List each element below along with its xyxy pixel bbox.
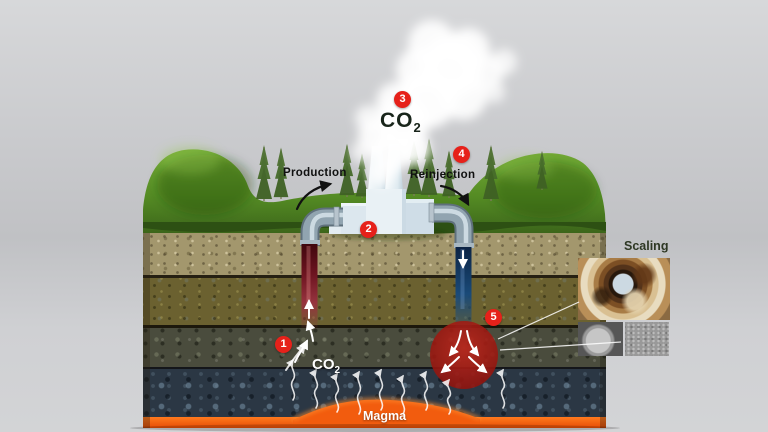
scaling-photo-sem-2 — [625, 322, 669, 356]
marker-1: 1 — [275, 336, 292, 353]
injection-well-pipe — [455, 247, 472, 341]
well-flow-arrows — [285, 250, 468, 371]
label-co2-underground: CO2 — [312, 356, 341, 376]
marker-5: 5 — [485, 309, 502, 326]
label-co2-surface: CO2 — [380, 109, 422, 136]
label-production: Production — [283, 167, 347, 179]
label-arrows — [295, 180, 470, 211]
soil-layer-sediment — [143, 278, 606, 328]
block-left-face — [143, 229, 150, 428]
scaling-photo-pipe-cross-section — [578, 258, 670, 320]
surface-pipes — [300, 202, 474, 248]
co2-rise-arrows — [286, 358, 506, 415]
label-magma: Magma — [363, 409, 407, 423]
reinjection-arrow — [439, 184, 470, 207]
label-scaling: Scaling — [624, 239, 669, 253]
scaling-photo-sem-1 — [578, 322, 623, 356]
injection-zone-circle — [430, 321, 498, 389]
smoke-plume — [351, 20, 517, 186]
label-reinjection: Reinjection — [410, 169, 476, 181]
marker-2: 2 — [360, 221, 377, 238]
ground-shadow — [130, 424, 620, 432]
magma-dome — [292, 398, 481, 424]
production-arrow — [295, 180, 333, 211]
marker-3: 3 — [394, 91, 411, 108]
marker-4: 4 — [453, 146, 470, 163]
